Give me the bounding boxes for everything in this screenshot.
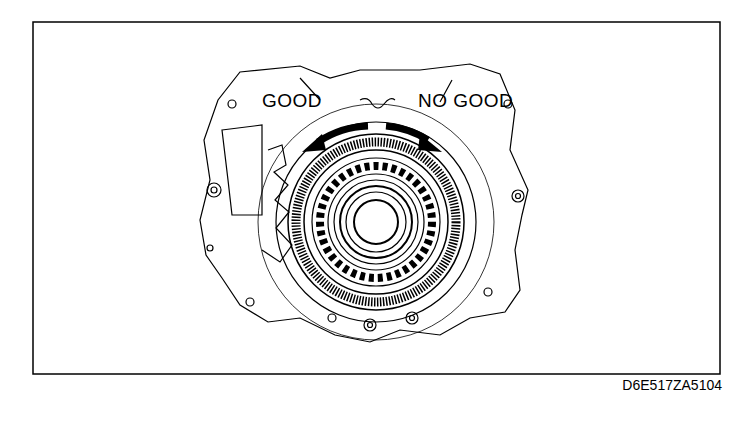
rotation-arrows	[302, 126, 442, 152]
frame	[33, 22, 720, 374]
direction-label: NO GOOD	[418, 91, 513, 110]
direction-label: GOOD	[262, 91, 322, 110]
housing	[200, 64, 528, 342]
figure-code: D6E517ZA5104	[622, 378, 722, 392]
